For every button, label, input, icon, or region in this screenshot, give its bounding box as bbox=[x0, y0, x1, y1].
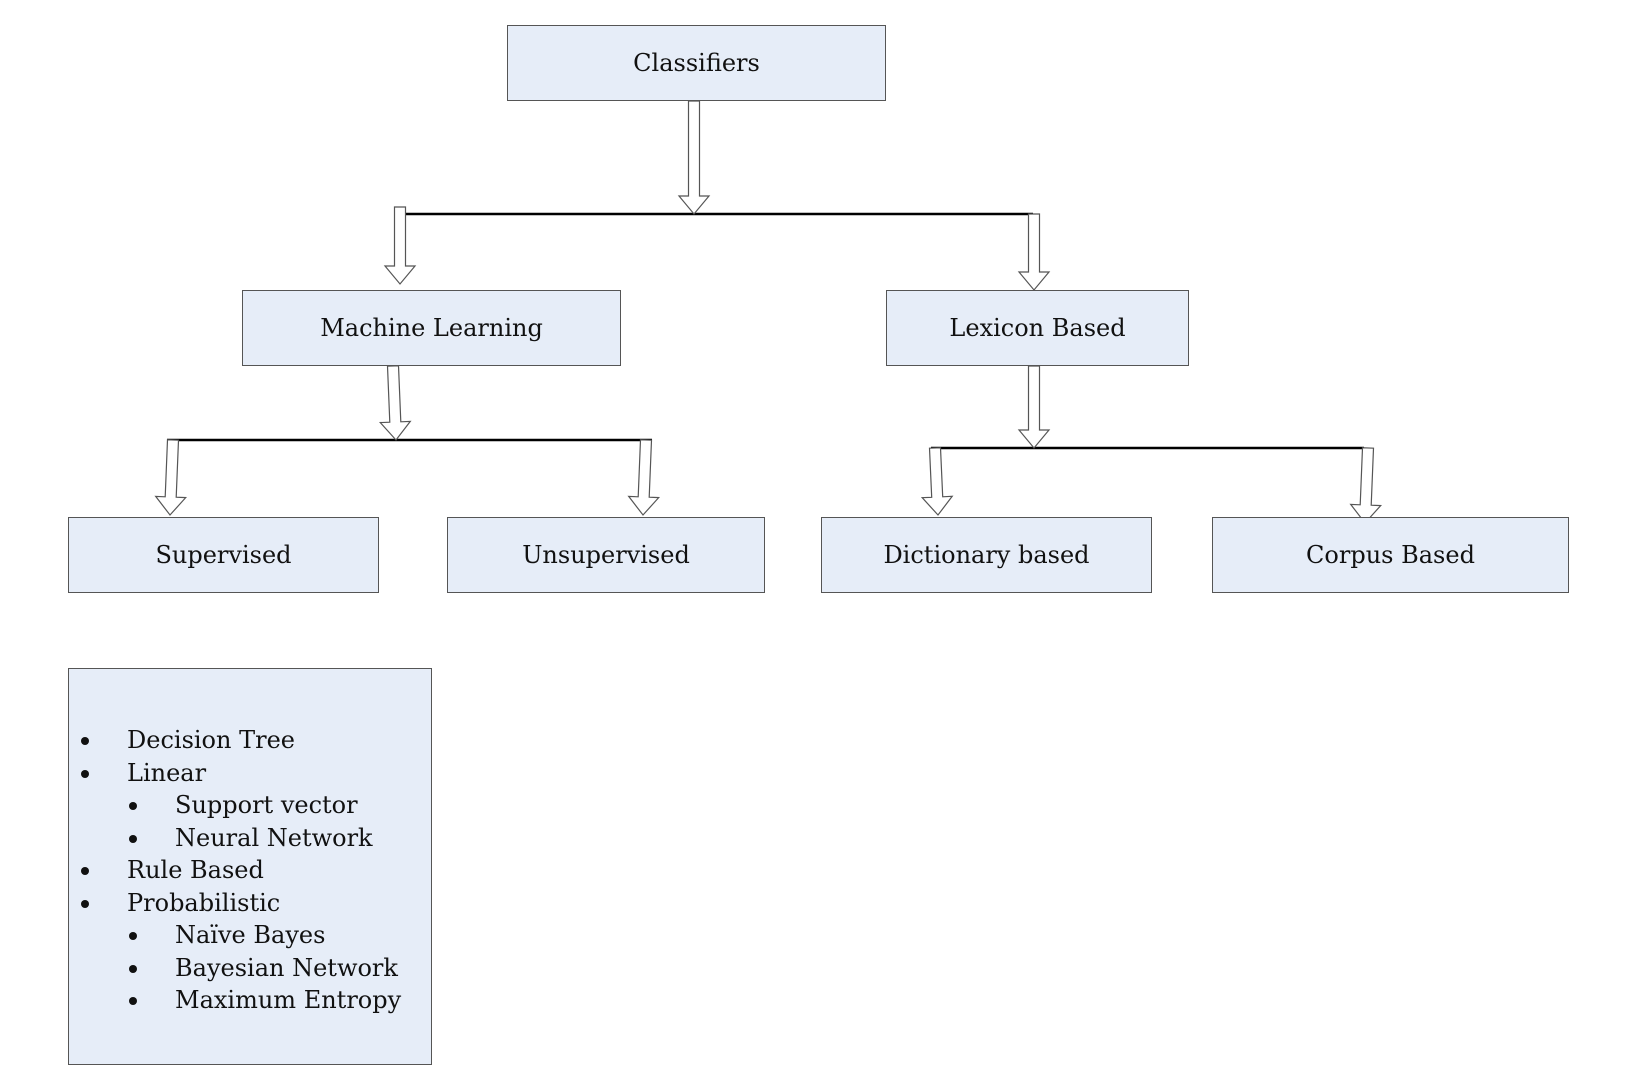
bullet-icon bbox=[129, 932, 137, 940]
node-classifiers-label: Classifiers bbox=[633, 49, 760, 77]
algorithm-list-item-label: Naïve Bayes bbox=[175, 921, 326, 949]
algorithm-list-item-label: Bayesian Network bbox=[175, 953, 398, 982]
algorithm-list-item: Decision Tree bbox=[69, 724, 431, 757]
node-machine-learning-label: Machine Learning bbox=[320, 314, 543, 342]
bullet-icon bbox=[81, 899, 89, 908]
bullet-icon bbox=[81, 867, 89, 875]
connector-arrows bbox=[154, 100, 1383, 524]
arrow-bar-to-machine-learning bbox=[383, 206, 417, 285]
node-supervised-label: Supervised bbox=[155, 541, 292, 569]
bullet-icon bbox=[81, 737, 89, 745]
bullet-icon bbox=[129, 834, 137, 843]
node-dictionary-based-label: Dictionary based bbox=[883, 541, 1090, 569]
node-unsupervised: Unsupervised bbox=[447, 517, 765, 593]
node-supervised: Supervised bbox=[68, 517, 379, 593]
algorithm-list-item-label: Rule Based bbox=[127, 856, 264, 884]
arrow-classifiers-to-bar bbox=[677, 100, 711, 215]
algorithm-list-item-label: Linear bbox=[127, 758, 207, 787]
arrow-bar-to-corpus-based bbox=[1349, 447, 1383, 524]
arrow-bar-to-unsupervised bbox=[627, 439, 661, 516]
algorithm-list-item-label: Decision Tree bbox=[127, 726, 295, 754]
algorithm-list-item: Rule Based bbox=[69, 854, 431, 887]
node-unsupervised-label: Unsupervised bbox=[522, 541, 690, 569]
arrow-bar-to-dictionary-based bbox=[920, 447, 954, 516]
arrow-bar-to-lexicon-based bbox=[1017, 213, 1051, 291]
node-lexicon-based: Lexicon Based bbox=[886, 290, 1189, 366]
algorithm-list-item-label: Support vector bbox=[175, 791, 358, 819]
arrow-machine-learning-to-bar bbox=[378, 365, 412, 441]
bullet-icon bbox=[129, 802, 137, 810]
algorithm-list-item: Linear bbox=[69, 757, 431, 790]
node-classifiers: Classifiers bbox=[507, 25, 886, 101]
bullet-icon bbox=[129, 964, 137, 973]
connector-bars bbox=[167, 212, 1364, 450]
node-machine-learning: Machine Learning bbox=[242, 290, 621, 366]
algorithm-list-item: Naïve Bayes bbox=[69, 919, 431, 952]
node-corpus-based-label: Corpus Based bbox=[1306, 541, 1475, 569]
algorithm-list-item-label: Neural Network bbox=[175, 823, 373, 852]
arrow-lexicon-based-to-bar bbox=[1017, 365, 1051, 449]
algorithm-list-item: Bayesian Network bbox=[69, 952, 431, 985]
bullet-icon bbox=[81, 769, 89, 778]
algorithm-list-item: Neural Network bbox=[69, 822, 431, 855]
node-dictionary-based: Dictionary based bbox=[821, 517, 1152, 593]
arrow-bar-to-supervised bbox=[154, 439, 188, 516]
algorithm-list-item-label: Probabilistic bbox=[127, 888, 281, 917]
algorithm-list-item: Maximum Entropy bbox=[69, 984, 431, 1017]
algorithm-list-item: Support vector bbox=[69, 789, 431, 822]
bullet-icon bbox=[129, 997, 137, 1005]
algorithm-list-item-label: Maximum Entropy bbox=[175, 986, 402, 1014]
node-lexicon-based-label: Lexicon Based bbox=[949, 314, 1126, 342]
node-corpus-based: Corpus Based bbox=[1212, 517, 1569, 593]
algorithm-list-item: Probabilistic bbox=[69, 887, 431, 920]
